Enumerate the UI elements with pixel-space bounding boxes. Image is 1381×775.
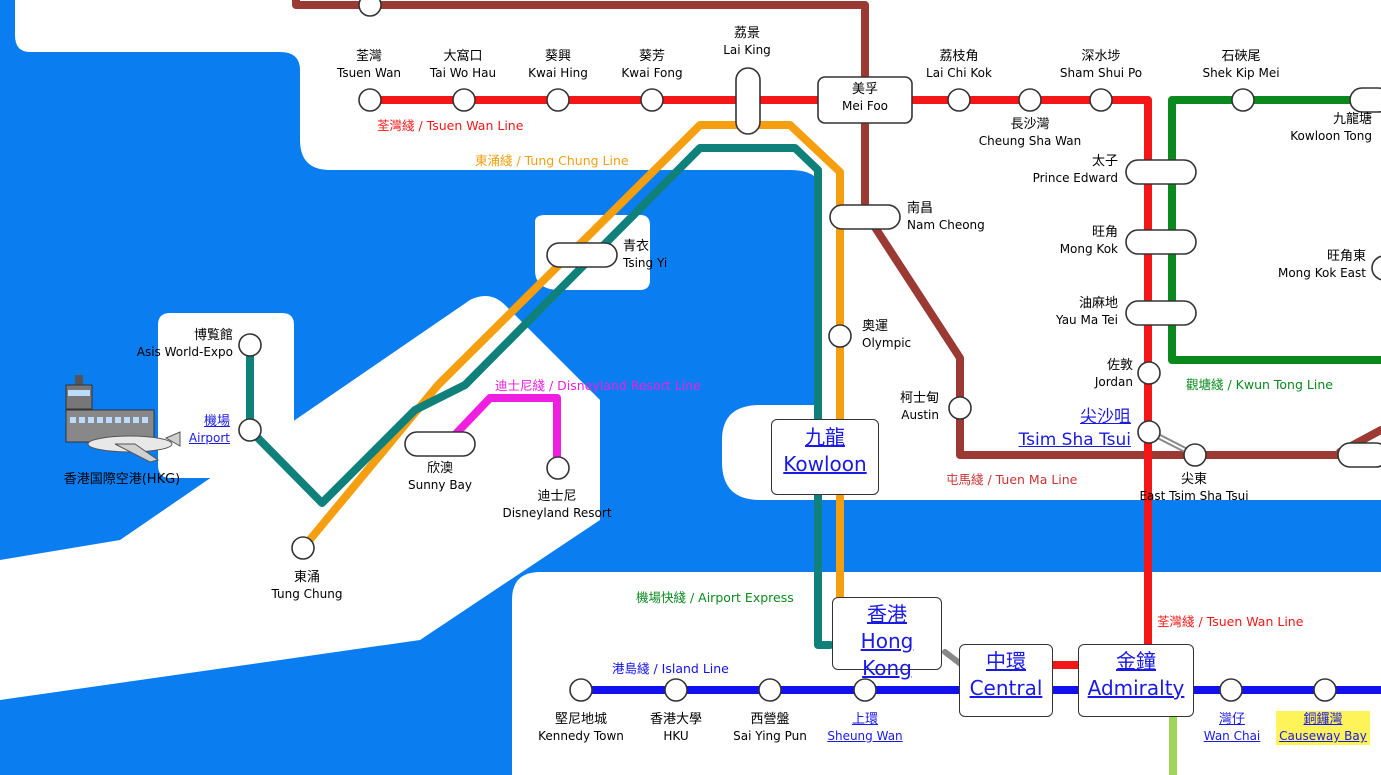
line-label-tung-chung: 東涌綫 / Tung Chung Line — [475, 153, 629, 168]
kowloon-en-link[interactable]: Kowloon — [783, 452, 867, 476]
line-label-tuen-ma: 屯馬綫 / Tuen Ma Line — [946, 472, 1078, 487]
hong-kong-en-link[interactable]: Hong Kong — [860, 629, 914, 680]
line-label-island: 港島綫 / Island Line — [612, 661, 729, 676]
kowloon-zh-link[interactable]: 九龍 — [805, 425, 845, 449]
admiralty-zh-link[interactable]: 金鐘 — [1116, 649, 1156, 673]
station-central[interactable]: 中環 Central — [959, 644, 1053, 717]
station-kowloon[interactable]: 九龍 Kowloon — [771, 419, 879, 495]
line-label-airport-express: 機場快綫 / Airport Express — [636, 590, 794, 605]
airport-icon — [65, 375, 181, 463]
line-label-tsuen-wan-south: 荃灣綫 / Tsuen Wan Line — [1157, 614, 1304, 629]
hkia-label: 香港国際空港(HKG) — [63, 472, 181, 487]
station-admiralty[interactable]: 金鐘 Admiralty — [1078, 644, 1194, 717]
admiralty-en-link[interactable]: Admiralty — [1087, 676, 1185, 700]
line-label-kwun-tong: 觀塘綫 / Kwun Tong Line — [1186, 377, 1333, 392]
station-hong-kong[interactable]: 香港 Hong Kong — [832, 597, 942, 680]
line-label-tsuen-wan: 荃灣綫 / Tsuen Wan Line — [377, 118, 524, 133]
hong-kong-zh-link[interactable]: 香港 — [867, 602, 907, 626]
station-markers — [238, 0, 1381, 702]
line-label-disney: 迪士尼綫 / Disneyland Resort Line — [495, 378, 701, 393]
central-en-link[interactable]: Central — [969, 676, 1043, 700]
central-zh-link[interactable]: 中環 — [986, 649, 1026, 673]
disneyland-resort-line — [446, 394, 561, 472]
